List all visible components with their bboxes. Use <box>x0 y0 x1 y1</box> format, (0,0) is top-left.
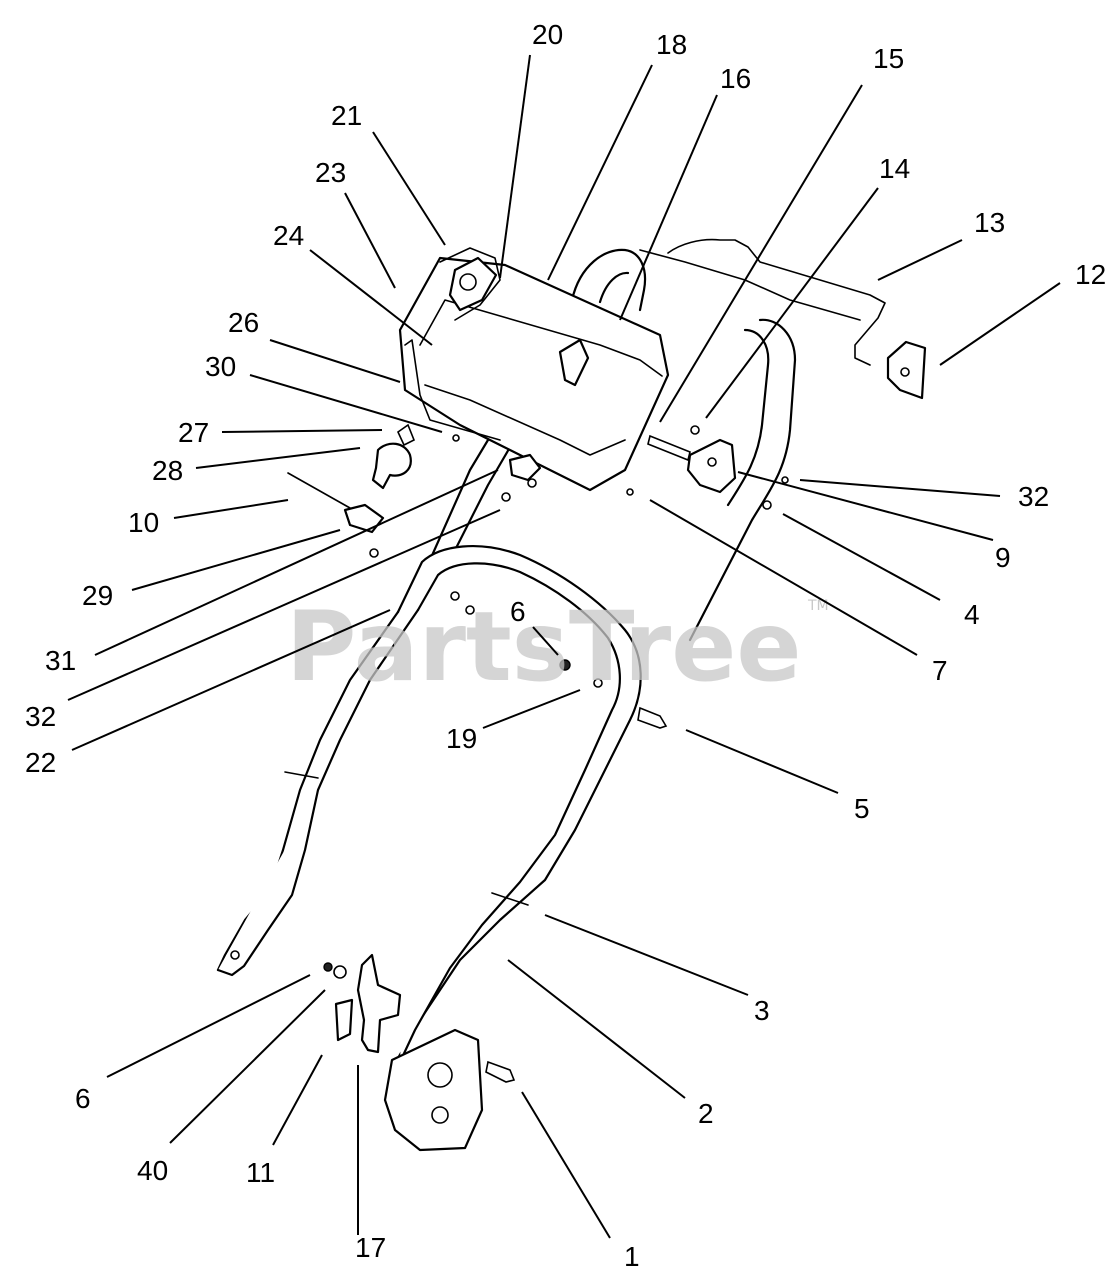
rod-bracket-hole <box>900 367 910 377</box>
bracket-31 <box>508 453 542 482</box>
callout-7: 7 <box>932 655 948 686</box>
washer-7 <box>626 488 634 496</box>
adjust-dial <box>427 1062 453 1088</box>
callout-13: 13 <box>974 207 1005 238</box>
callout-10: 10 <box>128 507 159 538</box>
washer-32-left <box>501 492 511 502</box>
callout-26: 26 <box>228 307 259 338</box>
watermark: PartsTree <box>286 591 801 703</box>
leader-lines <box>67 54 1061 1239</box>
lower-handle-left-leg-inner <box>216 608 420 977</box>
callout-9: 9 <box>995 542 1011 573</box>
washer-19 <box>593 678 603 688</box>
callout-16: 16 <box>720 63 751 94</box>
callout-32-left: 32 <box>25 701 56 732</box>
callout-20: 20 <box>532 19 563 50</box>
parts-drawing <box>216 238 927 1152</box>
height-adjust-plate <box>383 1028 484 1152</box>
upper-handle-right-tube <box>688 318 797 642</box>
callout-1: 1 <box>624 1241 640 1272</box>
stud-22 <box>369 548 379 558</box>
callout-28: 28 <box>152 455 183 486</box>
bolt-5 <box>637 706 668 729</box>
callout-11: 11 <box>246 1157 275 1188</box>
control-rod-upper <box>639 249 861 321</box>
control-rod <box>667 238 886 366</box>
handle-grip-ring-right <box>491 892 529 906</box>
callout-29: 29 <box>82 580 113 611</box>
nut-4 <box>762 500 772 510</box>
nut-22 <box>465 605 475 615</box>
callout-labels: 20 18 16 15 21 14 23 13 24 12 26 30 27 2… <box>25 19 1106 1272</box>
callout-4: 4 <box>964 599 980 630</box>
callout-30: 30 <box>205 351 236 382</box>
callout-18: 18 <box>656 29 687 60</box>
callout-22: 22 <box>25 747 56 778</box>
upper-handle <box>570 248 647 312</box>
lower-handle-left-leg <box>216 610 400 972</box>
callout-3: 3 <box>754 995 770 1026</box>
control-panel-front <box>424 384 626 456</box>
nut-31 <box>527 478 537 488</box>
callout-6-upper: 6 <box>510 596 526 627</box>
callout-12: 12 <box>1075 259 1106 290</box>
control-panel-inner <box>439 247 501 321</box>
handle-left-hole <box>230 950 240 960</box>
callout-24: 24 <box>273 220 304 251</box>
washer-32-right <box>781 476 789 484</box>
callout-31: 31 <box>45 645 76 676</box>
handle-grip-ring-left <box>284 771 319 779</box>
callout-14: 14 <box>879 153 910 184</box>
spring-11 <box>334 998 354 1042</box>
knob <box>459 273 477 291</box>
nut-6-lower <box>323 962 333 972</box>
cable-connector-29 <box>343 503 385 534</box>
callout-27: 27 <box>178 417 209 448</box>
nut-14 <box>690 425 700 435</box>
callout-40: 40 <box>137 1155 168 1186</box>
panel-lip <box>404 339 501 441</box>
callout-19: 19 <box>446 723 477 754</box>
callout-17: 17 <box>355 1232 386 1263</box>
watermark-trademark: TM <box>807 598 829 614</box>
control-panel-top <box>419 299 663 377</box>
bolt-22 <box>450 591 460 601</box>
callout-23: 23 <box>315 157 346 188</box>
lower-handle-inner <box>398 562 621 1064</box>
callout-2: 2 <box>698 1098 714 1129</box>
callout-15: 15 <box>873 43 904 74</box>
knob-28 <box>371 442 412 490</box>
throttle-lever <box>558 338 590 387</box>
callout-32-right: 32 <box>1018 481 1049 512</box>
bolt-10 <box>287 472 351 509</box>
callout-5: 5 <box>854 793 870 824</box>
clip-27 <box>396 423 416 447</box>
washer-40 <box>333 965 347 979</box>
pivot-hole <box>707 457 717 467</box>
callout-21: 21 <box>331 100 362 131</box>
bolt-1 <box>485 1060 516 1083</box>
nut-6-upper <box>559 659 571 671</box>
adjust-knob <box>431 1106 449 1124</box>
callout-6-lower: 6 <box>75 1083 91 1114</box>
bolt-15 <box>647 434 691 462</box>
adjuster-bracket-17 <box>356 953 402 1054</box>
screw-30 <box>452 434 460 442</box>
